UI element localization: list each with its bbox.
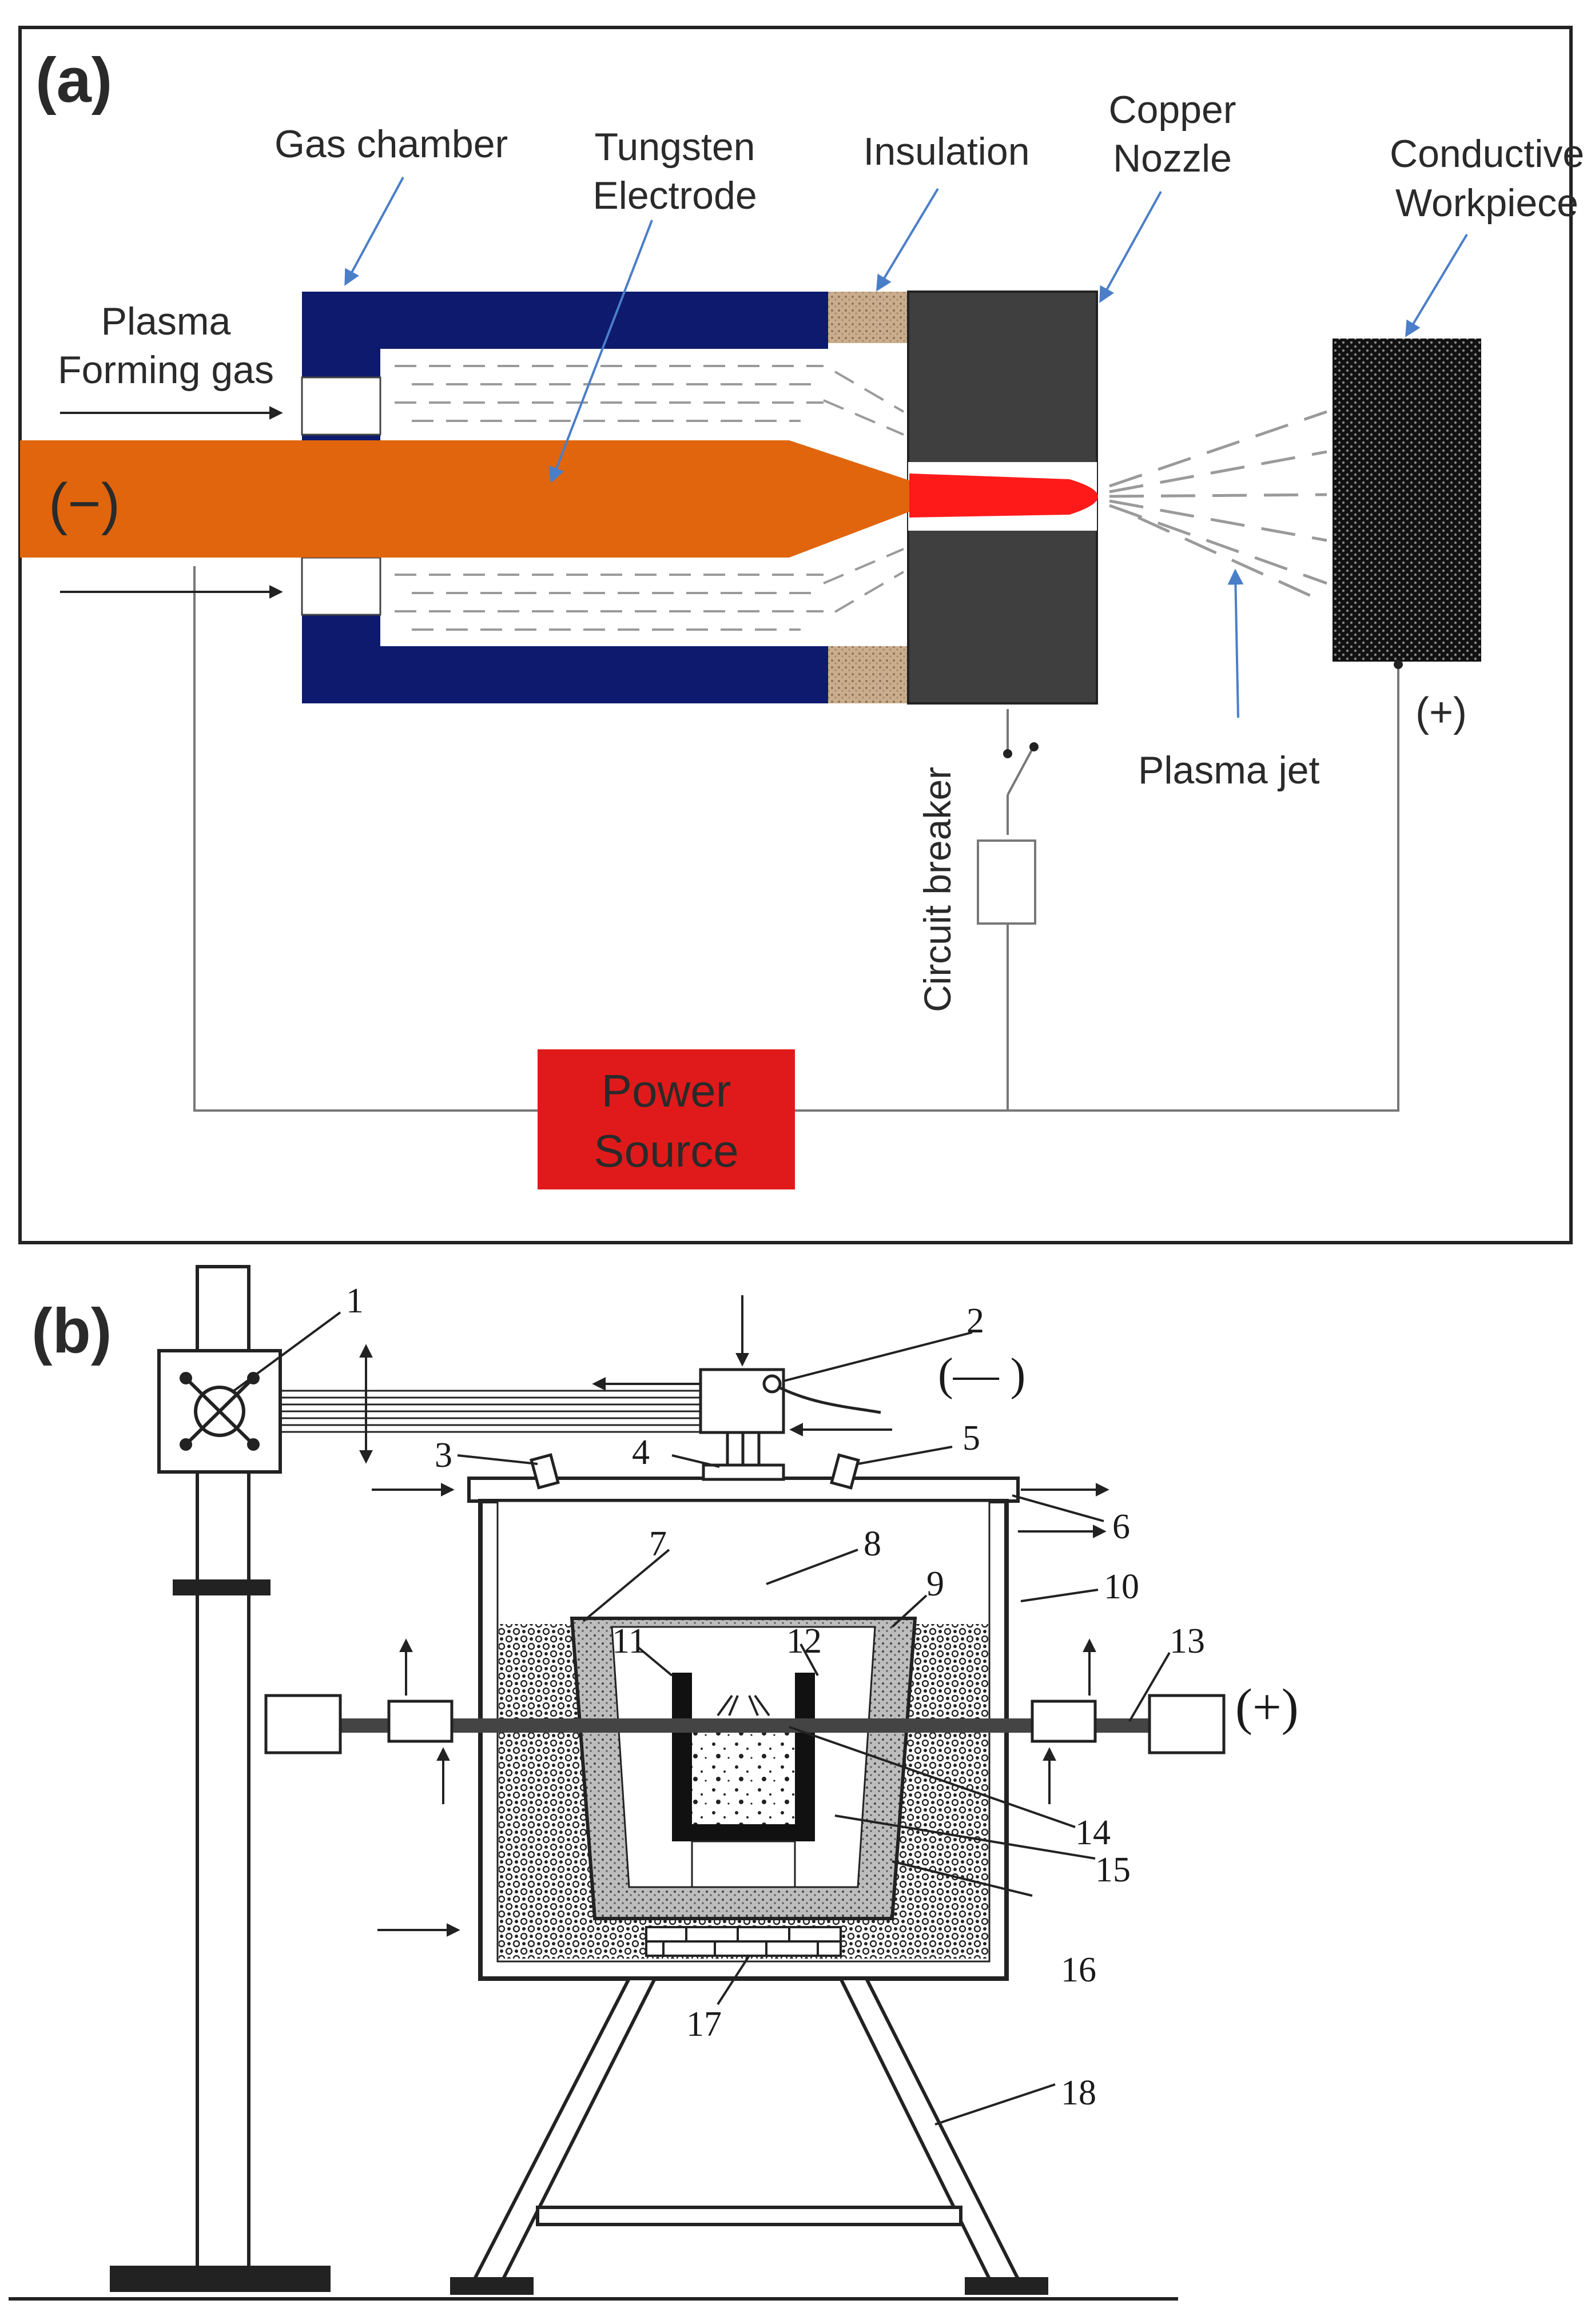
- callout-12: 12: [786, 1622, 822, 1661]
- right-electrode-holder: [1031, 1700, 1097, 1743]
- callout-6: 6: [1112, 1507, 1130, 1546]
- port-3: [530, 1453, 560, 1490]
- workpiece-terminal: [1394, 660, 1403, 669]
- panel-a-label: (a): [35, 45, 112, 116]
- label-tungsten-line1: Tungsten: [595, 125, 755, 169]
- leader-lines: [230, 1311, 1171, 2126]
- gas-inlet-bottom: [301, 556, 381, 616]
- power-cable: [777, 1385, 881, 1414]
- negative-terminal-label: (−): [49, 472, 120, 536]
- callout-3: 3: [435, 1436, 452, 1475]
- label-positive: (+): [1415, 690, 1467, 735]
- callout-9: 9: [926, 1565, 944, 1603]
- callout-13: 13: [1170, 1622, 1205, 1661]
- power-source-label-line1: Power: [602, 1065, 731, 1116]
- label-circuit-breaker: Circuit breaker: [916, 767, 958, 1012]
- callout-15: 15: [1095, 1851, 1131, 1889]
- callout-10: 10: [1104, 1567, 1139, 1606]
- label-plasma-gas-line1: Plasma: [101, 300, 231, 343]
- graphite-crucible: [672, 1673, 815, 1841]
- callout-11: 11: [612, 1622, 646, 1661]
- callout-8: 8: [864, 1525, 881, 1563]
- crucible-base: [691, 1840, 796, 1888]
- label-insulation: Insulation: [863, 130, 1029, 173]
- torch-connector: [762, 1374, 782, 1394]
- pointer-lines: [344, 177, 1468, 718]
- plasma-jet-dashes: [1109, 410, 1327, 602]
- callout-7: 7: [649, 1525, 667, 1563]
- electrode-tips: [717, 1694, 770, 1717]
- insulation-bottom: [828, 646, 908, 703]
- port-5: [830, 1453, 860, 1490]
- furnace-lid: [467, 1477, 1020, 1503]
- circuit-wires: [193, 566, 1399, 1112]
- breaker-contact-left: [1003, 749, 1012, 758]
- label-plasma-gas-line2: Forming gas: [58, 348, 274, 392]
- label-copper-line2: Nozzle: [1113, 137, 1232, 180]
- support-legs: [450, 1977, 1048, 2295]
- label-copper-line1: Copper: [1108, 88, 1236, 132]
- callout-14: 14: [1075, 1813, 1111, 1852]
- callout-2: 2: [966, 1302, 984, 1340]
- power-source: [538, 1049, 795, 1189]
- side-electrode-rod: [337, 1718, 1150, 1733]
- panel-b: (b): [9, 1265, 1299, 2301]
- left-electrode-holder: [387, 1700, 454, 1743]
- melt-charge: [692, 1716, 795, 1824]
- callout-16: 16: [1061, 1951, 1096, 1989]
- tungsten-electrode: [20, 440, 909, 558]
- callout-1: 1: [346, 1282, 364, 1320]
- plasma-arc: [909, 473, 1098, 518]
- conductive-workpiece: [1333, 339, 1481, 662]
- panel-b-label: (b): [31, 1296, 112, 1366]
- callout-5: 5: [962, 1419, 980, 1458]
- left-electrode-block: [264, 1694, 342, 1754]
- horizontal-arm: [280, 1390, 703, 1433]
- label-conductive-line1: Conductive: [1390, 132, 1584, 176]
- callout-4: 4: [632, 1433, 650, 1472]
- positive-polarity-label: (+): [1235, 1679, 1299, 1736]
- right-electrode-block: [1148, 1694, 1226, 1754]
- clamp-screw-icon: [180, 1372, 260, 1451]
- callout-18: 18: [1061, 2074, 1096, 2112]
- gas-flow-dashes: [395, 365, 905, 631]
- label-gas-chamber: Gas chamber: [275, 122, 508, 166]
- panel-a: (a): [18, 26, 1584, 1244]
- insulation-top: [828, 292, 908, 343]
- power-source-label-line2: Source: [594, 1125, 738, 1176]
- callout-17: 17: [686, 2005, 722, 2044]
- label-conductive-line2: Workpiece: [1395, 181, 1578, 225]
- base-bricks: [645, 1926, 842, 1957]
- breaker-contact-right: [1029, 742, 1039, 751]
- callout-numbers: 1 2 3 4 5 6 7 8 9 10 11 12 13 14 15 16 1…: [346, 1282, 1205, 2112]
- negative-polarity-label: (— ): [938, 1350, 1025, 1400]
- label-tungsten-line2: Electrode: [592, 174, 757, 217]
- label-plasma-jet: Plasma jet: [1138, 749, 1320, 792]
- lid-seal: [702, 1463, 785, 1481]
- gas-inlet-top: [301, 376, 381, 436]
